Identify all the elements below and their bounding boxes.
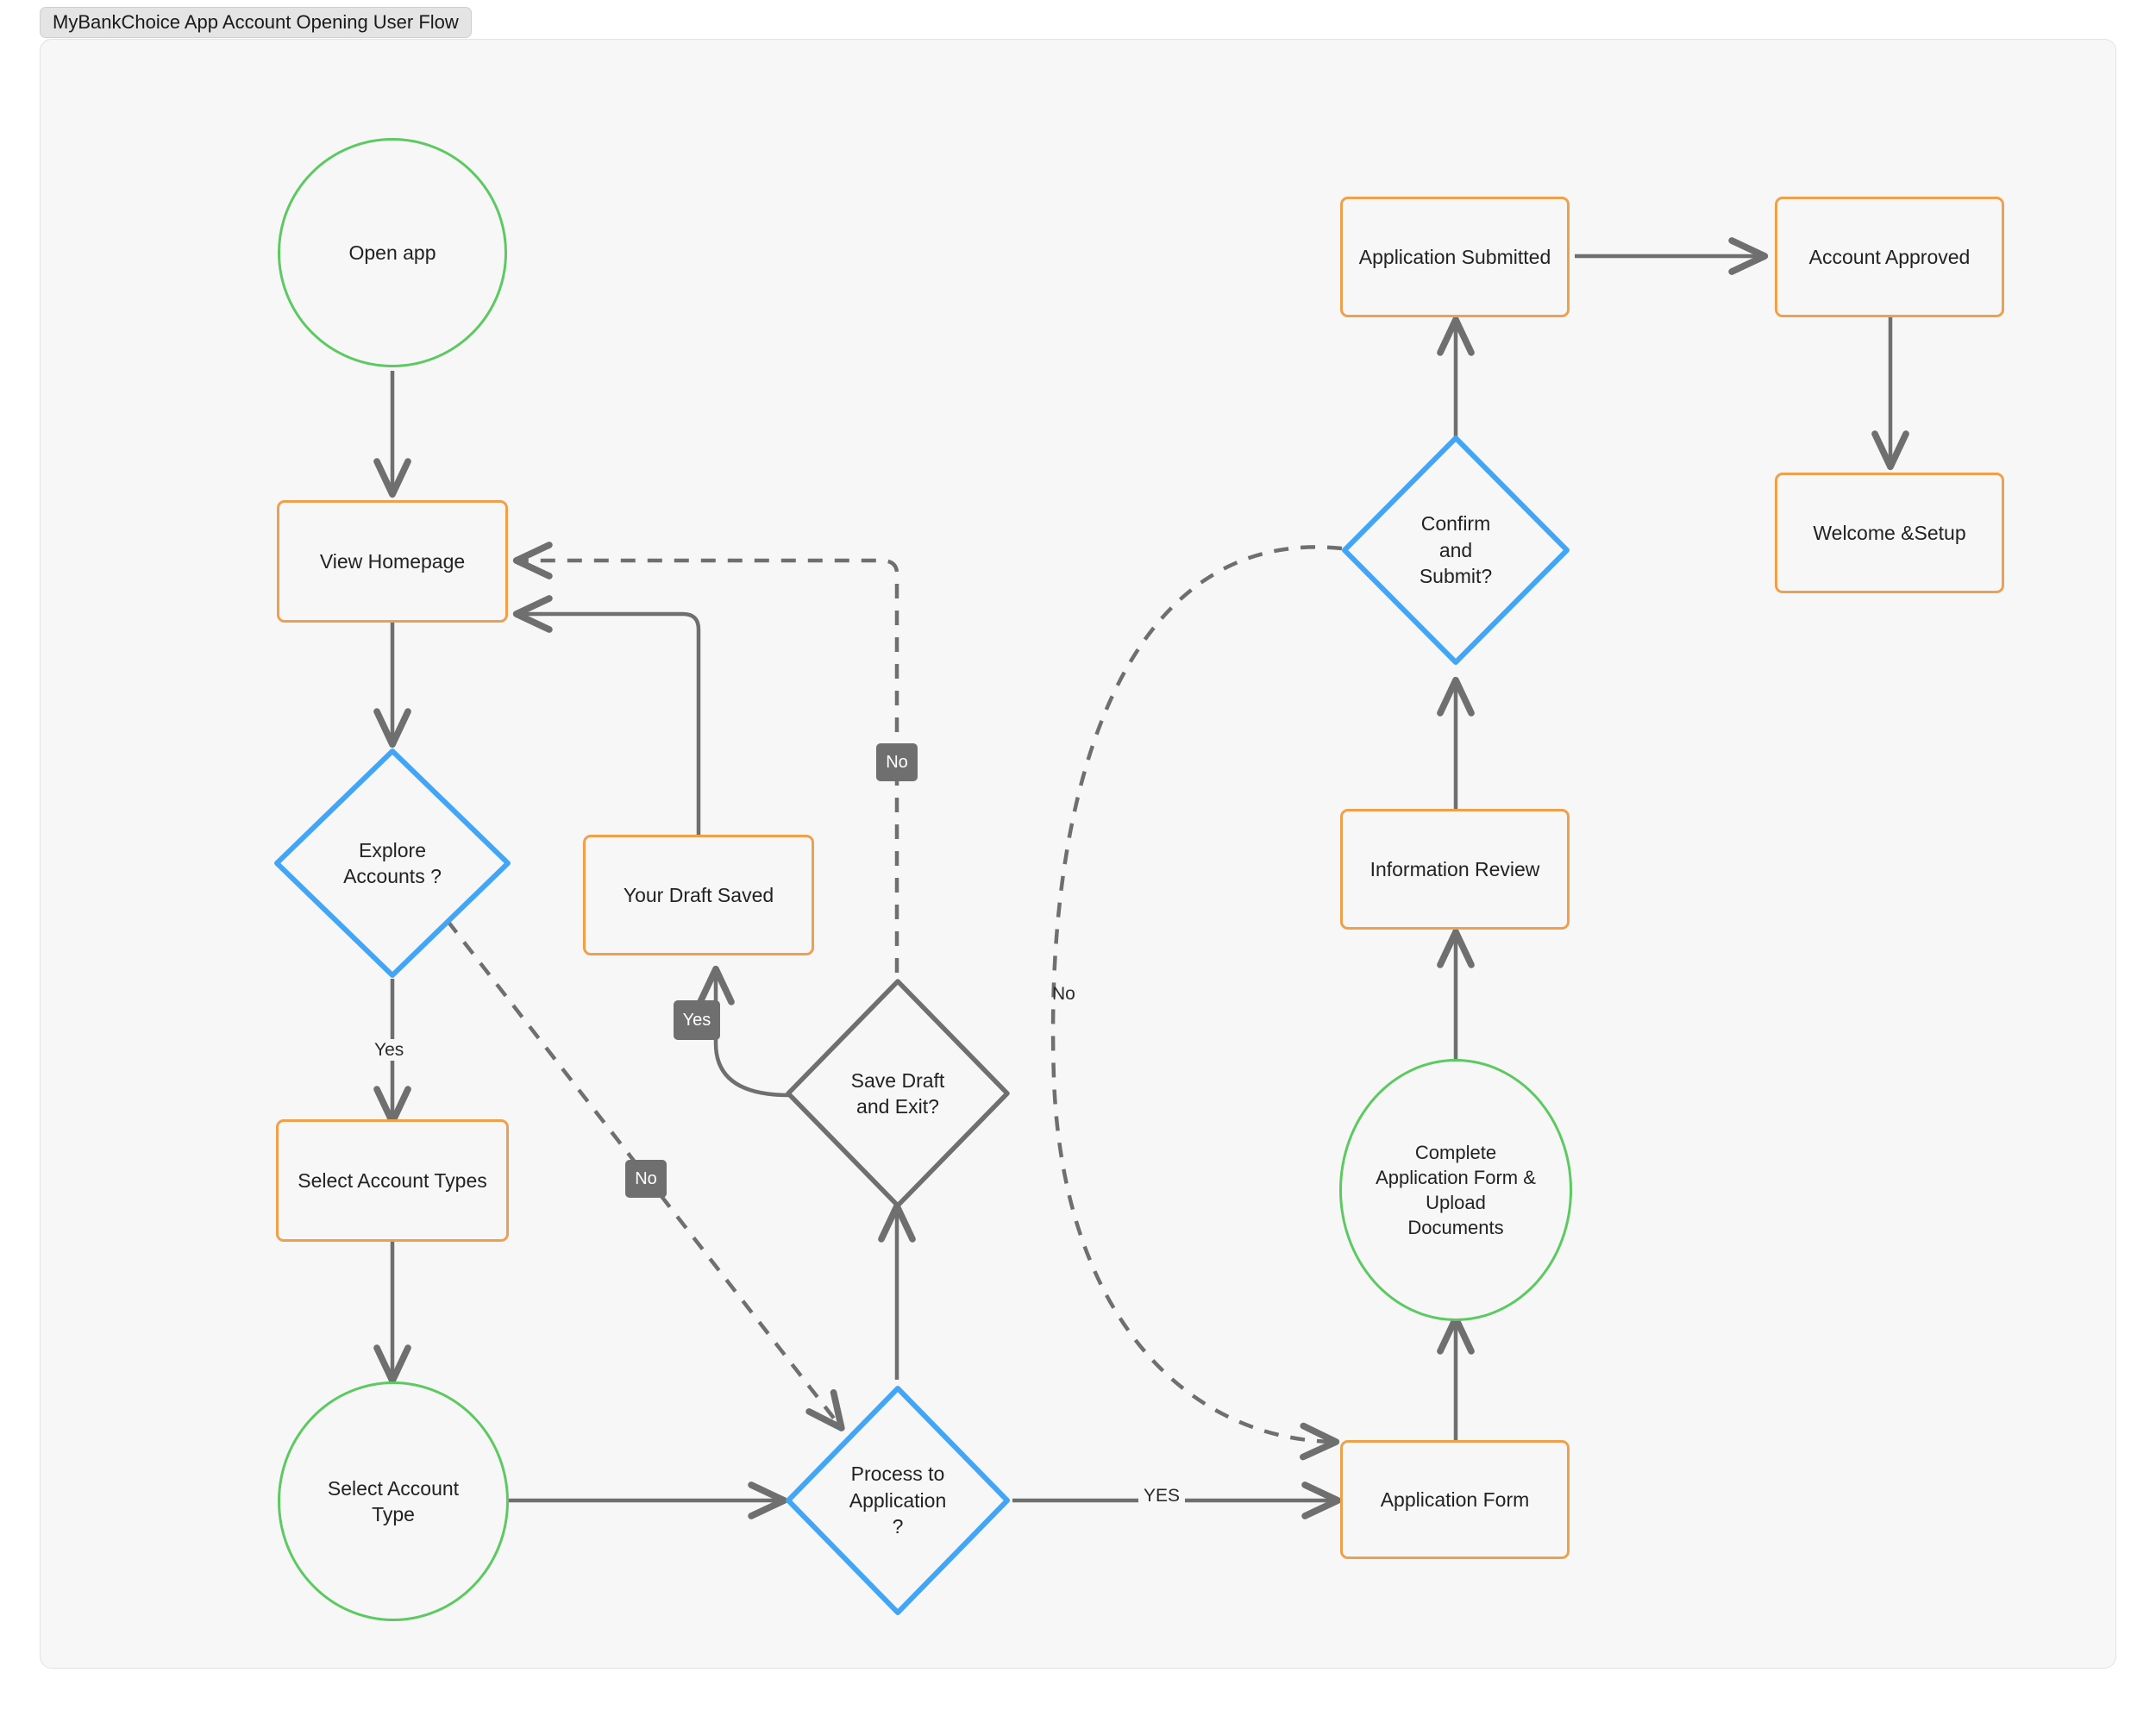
node-information-review[interactable]: Information Review — [1340, 809, 1570, 930]
confirm-submit-diamond-icon — [1342, 435, 1570, 665]
node-your-draft-saved-label: Your Draft Saved — [623, 883, 774, 906]
node-application-submitted[interactable]: Application Submitted — [1340, 197, 1570, 317]
edge-label-savedraft-yes: Yes — [674, 1000, 720, 1040]
node-information-review-label: Information Review — [1369, 857, 1540, 880]
node-explore-accounts[interactable]: Explore Accounts ? — [272, 746, 513, 980]
diagram-title-chip: MyBankChoice App Account Opening User Fl… — [40, 7, 472, 38]
node-welcome-setup[interactable]: Welcome &Setup — [1775, 473, 2004, 593]
edge-label-process-yes: YES — [1138, 1485, 1186, 1506]
node-select-account-type[interactable]: Select Account Type — [278, 1381, 509, 1621]
node-complete-form[interactable]: Complete Application Form & Upload Docum… — [1339, 1059, 1572, 1321]
node-explore-accounts-label: Explore Accounts ? — [343, 838, 442, 887]
node-process-application-label: Process to Application ? — [849, 1463, 947, 1538]
edge-label-explore-no: No — [625, 1160, 667, 1198]
page-title: MyBankChoice App Account Opening User Fl… — [53, 11, 459, 33]
node-confirm-submit[interactable]: Confirm and Submit? — [1339, 433, 1572, 667]
node-application-submitted-label: Application Submitted — [1358, 245, 1551, 268]
node-select-account-types[interactable]: Select Account Types — [276, 1119, 509, 1242]
node-select-account-types-label: Select Account Types — [298, 1168, 487, 1192]
node-process-application[interactable]: Process to Application ? — [783, 1383, 1012, 1618]
edge-label-confirm-no: No — [1052, 984, 1075, 1004]
node-open-app-label: Open app — [348, 241, 436, 264]
process-application-diamond-icon — [786, 1386, 1010, 1615]
node-open-app[interactable]: Open app — [278, 138, 507, 367]
node-your-draft-saved[interactable]: Your Draft Saved — [583, 835, 814, 955]
node-application-form-label: Application Form — [1380, 1488, 1530, 1511]
edge-label-savedraft-no: No — [876, 743, 918, 781]
node-save-draft-exit-label: Save Draft and Exit? — [850, 1068, 945, 1118]
node-account-approved-label: Account Approved — [1808, 245, 1971, 268]
node-select-account-type-label: Select Account Type — [327, 1476, 460, 1525]
node-confirm-submit-label: Confirm and Submit? — [1419, 512, 1493, 588]
save-draft-exit-diamond-icon — [786, 979, 1010, 1208]
node-view-homepage-label: View Homepage — [319, 549, 466, 573]
node-complete-form-label: Complete Application Form & Upload Docum… — [1376, 1141, 1536, 1239]
node-application-form[interactable]: Application Form — [1340, 1440, 1570, 1559]
explore-accounts-diamond-icon — [274, 749, 511, 978]
node-save-draft-exit[interactable]: Save Draft and Exit? — [783, 976, 1012, 1211]
node-welcome-setup-label: Welcome &Setup — [1813, 521, 1966, 544]
edge-label-explore-yes: Yes — [369, 1039, 410, 1061]
node-view-homepage[interactable]: View Homepage — [277, 500, 508, 623]
node-account-approved[interactable]: Account Approved — [1775, 197, 2004, 317]
